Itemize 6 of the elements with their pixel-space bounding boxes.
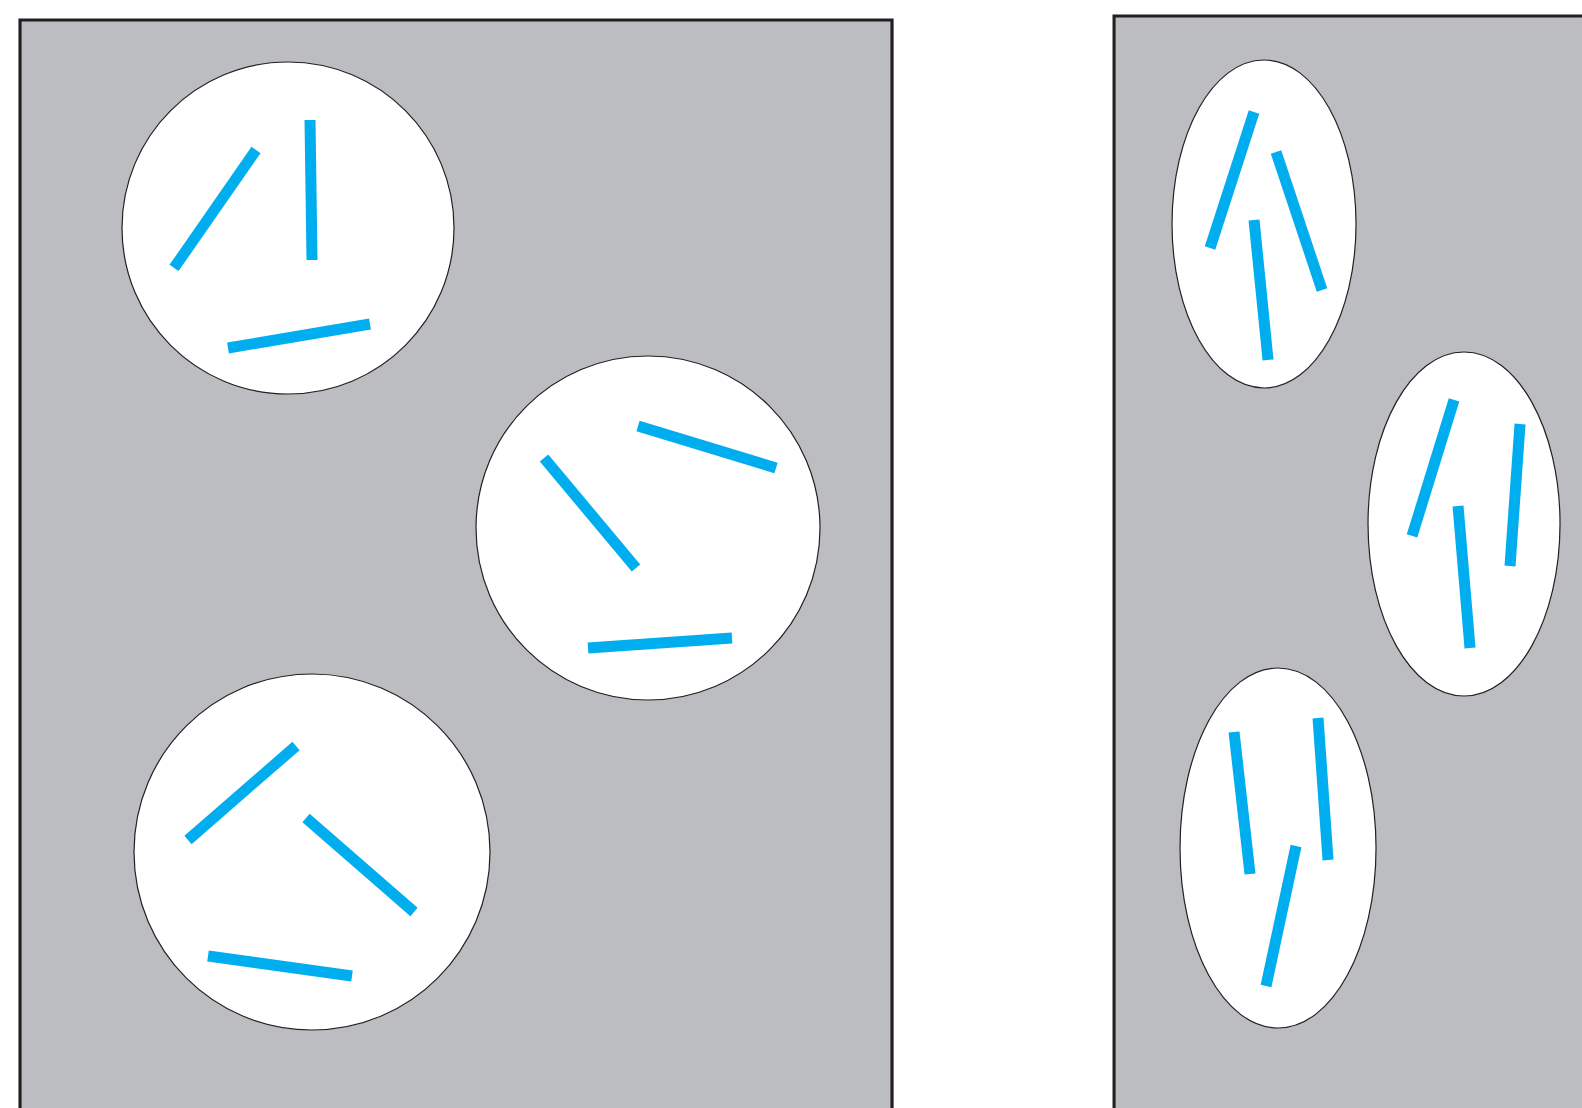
cell-drawing — [121, 61, 455, 395]
cell-drawing — [1179, 667, 1377, 1029]
cell-drawing — [1367, 351, 1561, 697]
cell-drawing — [1171, 59, 1357, 389]
cell-drawing — [475, 355, 821, 701]
cell-drawing — [133, 673, 491, 1031]
